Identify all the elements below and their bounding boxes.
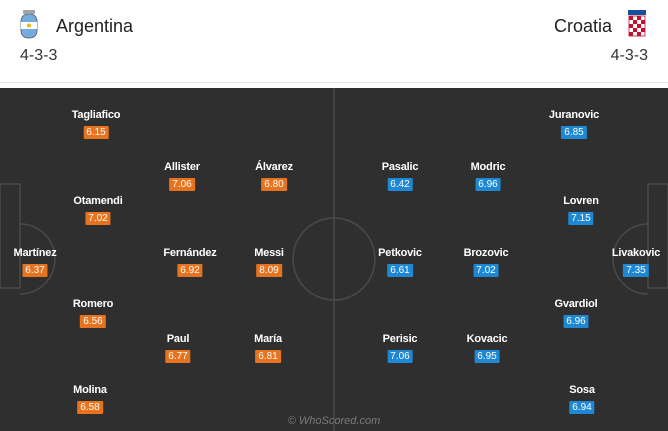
player-name: Modric: [470, 161, 506, 173]
player-rating: 6.96: [475, 178, 501, 191]
player-rating: 6.96: [563, 315, 589, 328]
away-player-brozovic[interactable]: Brozovic 7.02: [464, 247, 509, 278]
away-player-petkovic[interactable]: Petkovic 6.61: [378, 247, 422, 278]
player-name: Lovren: [563, 195, 599, 207]
away-player-gvardiol[interactable]: Gvardiol 6.96: [554, 298, 598, 329]
player-name: María: [254, 333, 282, 345]
player-name: Juranovic: [548, 109, 600, 121]
player-name: Molina: [73, 384, 107, 396]
player-name: Brozovic: [463, 247, 509, 259]
home-player-tagliafico[interactable]: Tagliafico 6.15: [71, 109, 121, 140]
player-rating: 6.42: [387, 178, 413, 191]
away-player-kovacic[interactable]: Kovacic 6.95: [467, 333, 508, 364]
away-player-sosa[interactable]: Sosa 6.94: [569, 384, 595, 415]
away-player-modric[interactable]: Modric 6.96: [471, 161, 506, 192]
away-formation: 4-3-3: [610, 47, 648, 64]
player-rating: 6.56: [80, 315, 106, 328]
home-player-paul[interactable]: Paul 6.77: [165, 333, 191, 364]
player-rating: 6.85: [561, 126, 587, 139]
home-player-maria[interactable]: María 6.81: [254, 333, 282, 364]
player-rating: 6.15: [83, 126, 109, 139]
player-rating: 7.06: [169, 178, 195, 191]
player-name: Álvarez: [255, 161, 293, 173]
player-name: Petkovic: [378, 247, 422, 259]
home-formation: 4-3-3: [20, 47, 58, 64]
player-rating: 6.81: [255, 350, 281, 363]
player-rating: 7.02: [85, 212, 111, 225]
away-player-lovren[interactable]: Lovren 7.15: [563, 195, 599, 226]
match-header: Argentina 4-3-3 Croatia 4-3-3: [0, 0, 668, 83]
player-name: Kovacic: [466, 333, 508, 345]
player-rating: 6.94: [569, 401, 595, 414]
home-player-otamendi[interactable]: Otamendi 7.02: [73, 195, 123, 226]
home-player-allister[interactable]: Allister 7.06: [164, 161, 200, 192]
player-name: Otamendi: [73, 195, 123, 207]
home-team-name[interactable]: Argentina: [56, 16, 134, 36]
home-player-alvarez[interactable]: Álvarez 6.80: [255, 161, 293, 192]
player-name: Gvardiol: [554, 298, 598, 310]
argentina-crest-icon: [20, 10, 38, 39]
away-player-juranovic[interactable]: Juranovic 6.85: [549, 109, 599, 140]
player-rating: 6.61: [387, 264, 413, 277]
player-rating: 6.92: [177, 264, 203, 277]
player-name: Romero: [72, 298, 114, 310]
home-player-messi[interactable]: Messi 8.09: [254, 247, 284, 278]
player-rating: 6.80: [261, 178, 287, 191]
pitch: Tagliafico 6.15 Otamendi 7.02 Martínez 6…: [0, 88, 668, 431]
player-rating: 6.77: [165, 350, 191, 363]
player-name: Perisic: [382, 333, 418, 345]
away-player-perisic[interactable]: Perisic 7.06: [383, 333, 418, 364]
away-team-name[interactable]: Croatia: [553, 16, 612, 36]
home-player-molina[interactable]: Molina 6.58: [73, 384, 107, 415]
player-rating: 8.09: [256, 264, 282, 277]
player-rating: 6.37: [22, 264, 48, 277]
croatia-crest-icon: [628, 10, 646, 37]
player-rating: 7.02: [473, 264, 499, 277]
player-name: Pasalic: [381, 161, 419, 173]
player-name: Paul: [166, 333, 190, 345]
away-player-pasalic[interactable]: Pasalic 6.42: [381, 161, 419, 192]
home-player-martinez[interactable]: Martínez 6.37: [13, 247, 57, 278]
player-name: Livakovic: [611, 247, 661, 259]
player-name: Sosa: [569, 384, 595, 396]
player-name: Tagliafico: [71, 109, 121, 121]
pitch-markings: [0, 88, 668, 431]
player-rating: 7.35: [623, 264, 649, 277]
home-player-fernandez[interactable]: Fernández 6.92: [163, 247, 217, 278]
watermark: © WhoScored.com: [287, 415, 381, 427]
player-name: Allister: [164, 161, 200, 173]
away-player-livakovic[interactable]: Livakovic 7.35: [612, 247, 660, 278]
player-rating: 7.15: [568, 212, 594, 225]
home-player-romero[interactable]: Romero 6.56: [73, 298, 113, 329]
player-rating: 6.58: [77, 401, 103, 414]
player-name: Messi: [254, 247, 284, 259]
player-name: Fernández: [163, 247, 217, 259]
player-rating: 7.06: [387, 350, 413, 363]
player-rating: 6.95: [474, 350, 500, 363]
player-name: Martínez: [13, 247, 57, 259]
